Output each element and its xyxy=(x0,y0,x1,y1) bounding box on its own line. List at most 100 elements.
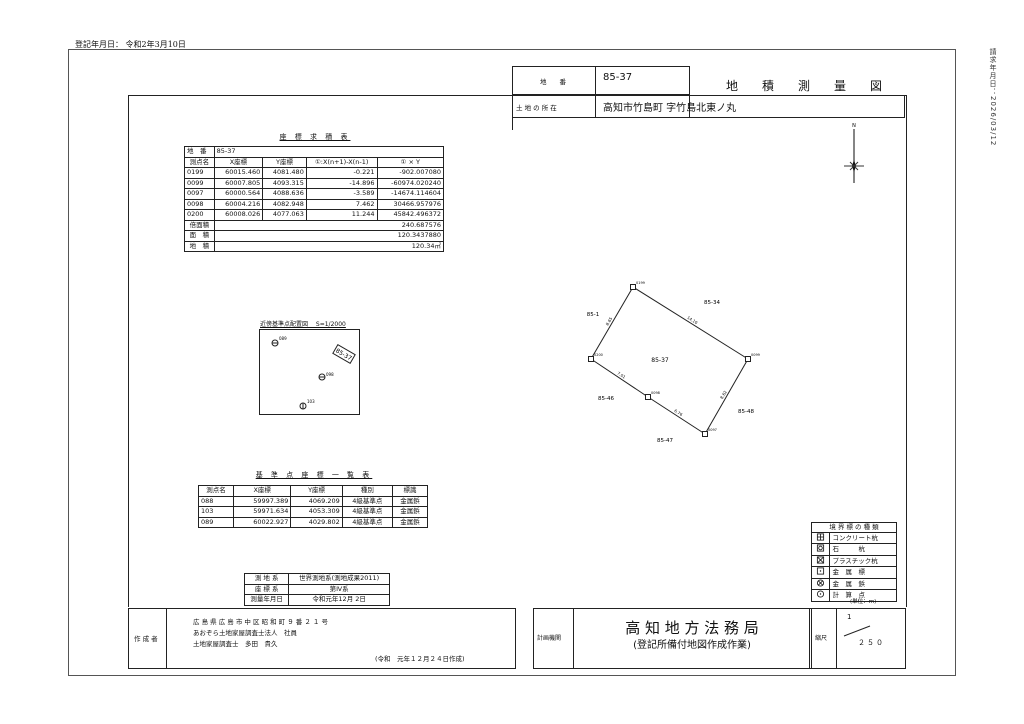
coord-table-title: 座 標 求 積 表 xyxy=(279,133,351,141)
column-header: X座標 xyxy=(232,485,292,497)
column-header: X座標 xyxy=(213,156,264,168)
lot-label: 地 番 xyxy=(540,78,566,86)
boundary-line xyxy=(704,358,749,435)
boundary-point-icon xyxy=(588,356,594,362)
north-label: N xyxy=(852,123,856,129)
table-cell: 4082.948 xyxy=(262,198,307,210)
legend-item: コンクリート杭 xyxy=(810,531,897,544)
legend-icon-cell xyxy=(810,554,831,567)
registration-date: 登記年月日： 令和2年3月10日 xyxy=(75,40,186,49)
table-cell: 0200 xyxy=(184,209,215,221)
table-cell: 4053.309 xyxy=(290,506,343,518)
column-header: 種別 xyxy=(341,485,393,497)
table-cell: 4級基準点 xyxy=(341,506,393,518)
neighbor-parcel-label: 85-47 xyxy=(657,438,673,444)
parcel-marker: 85-37 xyxy=(332,343,356,365)
parcel-plot: 14.108.626.767.018.650199009900970098020… xyxy=(587,281,760,444)
point-label: 103 xyxy=(307,399,315,404)
legend-label: コンクリート杭 xyxy=(829,531,897,544)
table-cell: 4069.209 xyxy=(290,495,343,507)
boundary-line xyxy=(590,286,634,360)
reference-point-icon xyxy=(318,373,326,381)
point-label: 0099 xyxy=(751,353,760,357)
lot-value: 85-37 xyxy=(603,72,633,83)
coordinate-system-label: 座 標 系 xyxy=(243,583,290,595)
table-cell: 60000.564 xyxy=(213,188,264,200)
table-cell: 金属鋲 xyxy=(391,516,429,528)
table-cell: 7.462 xyxy=(305,198,378,210)
area-label: 面 積 xyxy=(184,230,215,242)
planner-name: 高 知 地 方 法 務 局 xyxy=(625,619,759,637)
point-label: 0200 xyxy=(594,353,603,357)
table-cell: 0098 xyxy=(184,198,215,210)
point-label: 0098 xyxy=(651,391,660,395)
table-cell: 4077.063 xyxy=(262,209,307,221)
scale-denominator: ２５０ xyxy=(858,639,885,647)
lot-label: 地 番 xyxy=(184,146,215,158)
land-area-label: 地 積 xyxy=(184,240,215,252)
reference-table-title: 基 準 点 座 標 一 覧 表 xyxy=(255,471,373,479)
legend-icon-cell xyxy=(810,577,831,590)
column-header: 測点名 xyxy=(184,156,215,168)
header-border xyxy=(512,66,690,118)
divider xyxy=(809,608,812,669)
column-header: Y座標 xyxy=(290,485,343,497)
vicinity-map-svg: 089 098 103 85-37 xyxy=(271,336,356,410)
planner-label: 計画機関 xyxy=(537,635,562,642)
edge-length: 6.76 xyxy=(673,408,684,417)
legend-label: 計 算 点 xyxy=(829,589,897,602)
edge-length: 7.01 xyxy=(616,371,627,380)
legend-item: 計 算 点 xyxy=(810,589,897,602)
survey-date: 令和元年12月 2日 xyxy=(288,594,390,606)
area: 120.3437880 xyxy=(213,230,445,242)
boundary-point-icon xyxy=(630,284,636,290)
column-header: ①:X(n+1)-X(n-1) xyxy=(305,156,378,168)
table-cell: -14.896 xyxy=(305,177,378,189)
author-company: あおぞら土地家屋調査士法人 社員 xyxy=(193,629,297,637)
metal-rivet-icon xyxy=(817,578,825,587)
point-label: 0097 xyxy=(708,428,717,432)
survey-info-table: 測 地 系世界測地系(測地成果2011) 座 標 系第Ⅳ系 測量年月日令和元年1… xyxy=(243,573,390,606)
boundary-line xyxy=(647,396,706,435)
table-cell: 088 xyxy=(198,495,234,507)
request-date: 請求年月日：2026/03/12 xyxy=(989,48,997,147)
table-cell: 0099 xyxy=(184,177,215,189)
point-label: 098 xyxy=(326,372,334,377)
legend-label: プラスチック杭 xyxy=(829,554,897,567)
author-box xyxy=(128,608,516,669)
geodetic-system: 世界測地系(測地成果2011) xyxy=(288,573,390,585)
calculated-point-icon xyxy=(817,590,825,598)
edge-length: 8.65 xyxy=(605,316,614,327)
legend-item: プラスチック杭 xyxy=(810,554,897,567)
table-cell: 089 xyxy=(198,516,234,528)
neighbor-parcel-label: 85-1 xyxy=(587,312,599,318)
table-cell: -0.221 xyxy=(305,167,378,179)
outer-frame xyxy=(68,49,956,676)
author-label: 作 成 者 xyxy=(134,635,158,643)
scale-slash xyxy=(843,625,871,637)
author-address: 広 島 県 広 島 市 中 区 昭 和 町 ９ 番 ２ １ 号 xyxy=(193,618,328,626)
boundary-point-icon xyxy=(745,356,751,362)
reference-point-icon xyxy=(271,339,279,347)
edge-length: 8.62 xyxy=(719,389,728,400)
document-title: 地 積 測 量 図 xyxy=(726,79,889,93)
table-cell: 0097 xyxy=(184,188,215,200)
legend-item: 金 属 標 xyxy=(810,566,897,579)
unit-label: (単位：ｍ) xyxy=(850,599,877,605)
coordinate-system: 第Ⅳ系 xyxy=(288,583,390,595)
divider xyxy=(512,94,690,95)
metal-marker-icon xyxy=(817,567,825,575)
boundary-line xyxy=(590,358,649,398)
legend-item: 金 属 鋲 xyxy=(810,577,897,590)
boundary-marker-legend: 境 界 標 の 種 類 コンクリート杭石 杭プラスチック杭金 属 標金 属 鋲計… xyxy=(810,522,897,602)
table-cell: 4093.315 xyxy=(262,177,307,189)
divider xyxy=(166,608,167,669)
geodetic-system-label: 測 地 系 xyxy=(243,573,290,585)
tick xyxy=(512,118,513,130)
